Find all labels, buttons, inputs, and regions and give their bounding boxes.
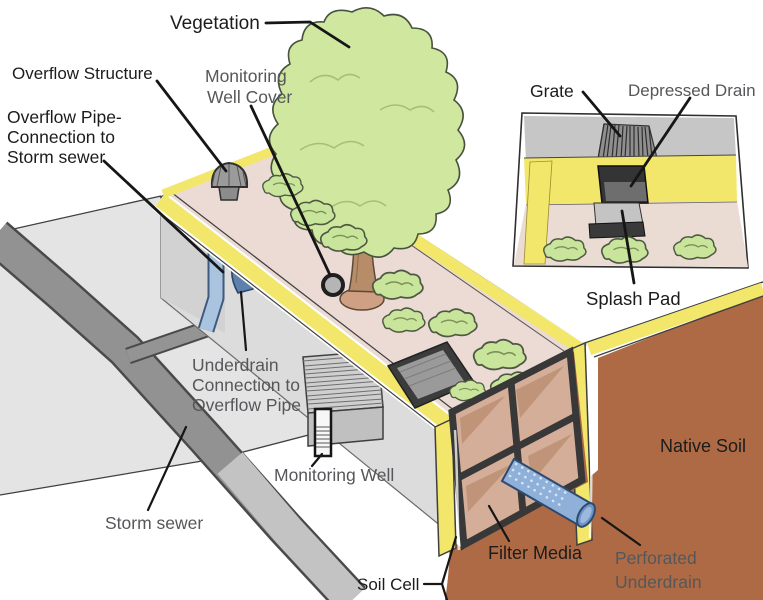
- monitoring-well-cover-leader: [249, 104, 332, 277]
- native-soil: [445, 281, 763, 600]
- canopy-texture: [299, 73, 435, 209]
- monitoring-well-pipe: [313, 407, 333, 458]
- trench-drain-inlet: [386, 341, 476, 409]
- left-post: [434, 417, 457, 558]
- overflow-structure: [210, 161, 249, 201]
- label-overflow-structure: Overflow Structure: [12, 64, 153, 83]
- leader-lines: [102, 20, 692, 600]
- near-curb: [155, 194, 453, 430]
- overflow-structure-leader: [155, 79, 228, 173]
- storm-sewer-pipe: [0, 221, 366, 600]
- cell-shading-1: [460, 396, 505, 444]
- label-underdrain-connection: Underdrain Connection to Overflow Pipe: [192, 355, 305, 415]
- label-monitoring-well: Monitoring Well: [274, 465, 394, 485]
- inlet-grate-lines: [399, 353, 457, 387]
- tree: [268, 7, 466, 311]
- splash-pad-leader: [620, 209, 636, 285]
- underdrain-perforations: [508, 462, 568, 507]
- near-curb-outer-line: [154, 208, 444, 434]
- labels: Vegetation Overflow Structure Monitoring…: [7, 13, 756, 594]
- grate-leader: [581, 90, 622, 138]
- frame-perimeter: [448, 346, 586, 551]
- ground-back-edge: [0, 195, 162, 233]
- storm-sewer-below-grade: [217, 452, 365, 600]
- monitoring-well-leader: [310, 452, 324, 468]
- frame-mid-horizontal: [456, 412, 578, 482]
- tree-canopy: [268, 7, 466, 258]
- cell-shading-4: [528, 434, 572, 482]
- inset-splash-pad-edge: [588, 221, 646, 239]
- corner-curb-top-line: [584, 281, 763, 344]
- monitoring-well-hatch: [316, 426, 330, 448]
- label-perforated-underdrain: Perforated Underdrain: [615, 548, 702, 592]
- underdrain-connection-leader: [239, 290, 248, 352]
- native-soil-fill: [445, 293, 763, 600]
- depressed-drain-leader: [629, 96, 692, 188]
- label-native-soil: Native Soil: [660, 436, 746, 456]
- label-splash-pad: Splash Pad: [586, 288, 681, 309]
- label-soil-cell: Soil Cell: [357, 575, 419, 594]
- label-storm-sewer: Storm sewer: [105, 513, 203, 533]
- cell-shading-2: [516, 366, 564, 418]
- corner-curb-bottom-line: [593, 295, 763, 358]
- soil-cell-leader: [422, 535, 458, 600]
- label-overflow-pipe-connection: Overflow Pipe- Connection to Storm sewer: [7, 107, 127, 167]
- label-monitoring-well-cover: Monitoring Well Cover: [205, 66, 292, 107]
- underdrain-end-inner: [580, 506, 592, 524]
- label-vegetation: Vegetation: [170, 13, 260, 34]
- monitoring-well-body: [313, 407, 333, 458]
- label-grate: Grate: [530, 81, 574, 101]
- overflow-pipe-leader: [102, 159, 225, 274]
- inset-detail: [512, 112, 749, 269]
- perforated-underdrain-leader: [600, 516, 642, 547]
- perforated-underdrain-pipe: [500, 457, 596, 528]
- vegetation-leader: [264, 20, 351, 49]
- overflow-base: [218, 186, 240, 201]
- monitoring-well-cover-cap: [321, 273, 345, 297]
- inset-curb-top-line: [523, 154, 737, 159]
- cell-shading-3: [466, 464, 512, 512]
- inset-grate-bars: [597, 123, 653, 160]
- label-depressed-drain: Depressed Drain: [628, 81, 756, 100]
- inset-drain-interior: [604, 182, 647, 201]
- trench-drain-ribs: [302, 354, 384, 410]
- inset-curb-left: [523, 160, 553, 265]
- post-highlight-left: [453, 429, 461, 551]
- storm-sewer-leader: [146, 425, 188, 512]
- filter-media-leader: [487, 504, 511, 543]
- corner-curb: [586, 282, 763, 356]
- overflow-dome-hatch: [211, 164, 247, 187]
- label-filter-media: Filter Media: [488, 543, 583, 563]
